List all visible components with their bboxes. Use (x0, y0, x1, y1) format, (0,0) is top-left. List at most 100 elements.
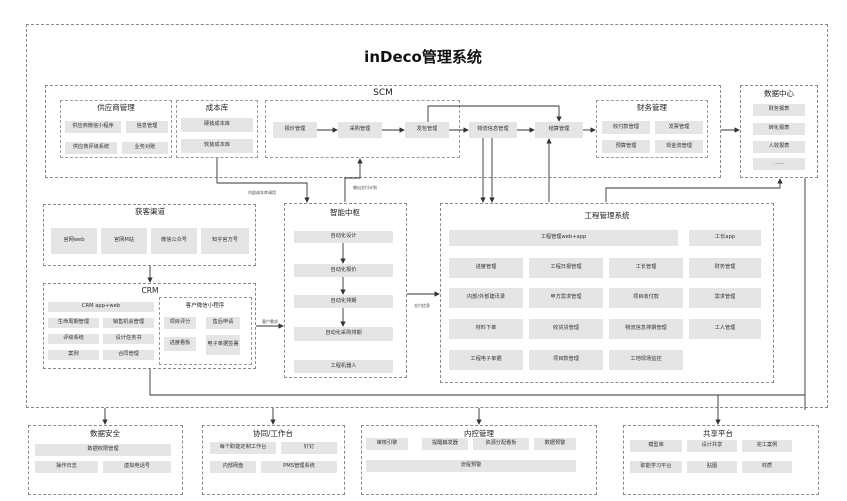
website-web-box: 官网web (51, 228, 97, 254)
dingtalk-box: 钉钉 (281, 442, 337, 454)
ai-to-eng-label: 交付信息 (414, 303, 430, 308)
data-center-title: 数据中心 (764, 89, 794, 98)
internal-control-title: 内控管理 (464, 429, 494, 438)
acquisition-title: 获客渠道 (135, 207, 165, 216)
efficiency-report-box: 人效报表 (753, 141, 805, 153)
progress-board-box: 进度看板 (164, 337, 196, 351)
finance-title: 财务管理 (637, 103, 667, 112)
auto-schedule-box: 自动化排期 (294, 295, 393, 308)
design-brief-box: 设计任务书 (103, 334, 154, 344)
cost-to-ai-label: 内部成本库调用 (248, 190, 276, 195)
data-permission-box: 数据权限管理 (35, 444, 171, 456)
subcontract-management-box: 发包管理 (405, 122, 449, 138)
settlement-management-box: 结算管理 (535, 122, 583, 138)
auto-quote-box: 自动化报价 (294, 264, 393, 277)
eng-grid-3-0: 工程电子单据 (449, 350, 523, 370)
engineering-robot-box: 工程机器人 (294, 360, 393, 373)
learning-platform-box: 职能学习平台 (630, 461, 682, 473)
eng-to-datacenter-arrow (605, 178, 783, 202)
supplier-reconcile-box: 业务对账 (122, 142, 168, 154)
website-mobile-box: 官网M站 (101, 228, 147, 254)
ai-hub-title: 智能中枢 (330, 208, 360, 217)
soft-cost-box: 软装成本库 (181, 139, 253, 153)
cost-to-ai-arrow (216, 158, 310, 203)
worker-app-box: 工长app (689, 230, 761, 246)
eng-grid-2-3: 工人管理 (689, 319, 761, 339)
customer-miniapp-title: 客户微信小程序 (185, 303, 225, 309)
ai-to-scm-label: 输出交付计划 (353, 185, 377, 190)
after-sale-box: 售后申请 (206, 317, 240, 329)
auto-design-box: 自动化设计 (294, 231, 393, 243)
eng-grid-0-0: 进度管理 (449, 258, 523, 278)
model-library-box: 模型库 (630, 440, 682, 452)
logistics-management-box: 物流信息管理 (469, 122, 517, 138)
zhihu-account-box: 知乎官方号 (201, 228, 249, 254)
payment-box: 收付款管理 (602, 121, 650, 134)
eng-grid-1-3: 需求管理 (689, 288, 761, 308)
virtual-phone-box: 虚拟电话号 (103, 461, 171, 473)
crm-title: CRM (141, 286, 159, 295)
more-report-box: …… (753, 158, 805, 170)
eng-grid-1-0: 内部/外部建讯录 (449, 288, 523, 308)
texture-box: 贴图 (687, 461, 737, 473)
eng-grid-3-2: 工地现场监控 (609, 350, 683, 370)
engineering-title: 工程管理系统 (584, 211, 630, 220)
subcontract-to-settlement-arrow (427, 105, 562, 122)
finance-report-box: 财务报表 (753, 104, 805, 116)
supplier-title: 供应商管理 (97, 103, 135, 112)
e-document-sign-box: 电子单据签署 (206, 335, 240, 355)
contract-box: 合同管理 (103, 350, 154, 360)
data-alert-box: 数据预警 (534, 438, 576, 450)
hard-cost-box: 硬装成本库 (181, 118, 253, 132)
supplier-miniapp-box: 供应商微信小程序 (65, 121, 121, 133)
rating-system-box: 评级系统 (48, 334, 99, 344)
finished-cases-box: 完工案例 (742, 440, 792, 452)
pms-box: PMS管理系统 (261, 461, 337, 473)
eng-grid-1-2: 项目收付款 (609, 288, 683, 308)
invoice-box: 发票管理 (655, 121, 703, 134)
customer-miniapp (159, 297, 252, 365)
quote-management-box: 报价管理 (273, 122, 317, 138)
eng-grid-0-1: 工程日报管理 (529, 258, 603, 278)
eng-grid-2-0: 材料下单 (449, 319, 523, 339)
engineering-app-box: 工程管理web+app (449, 230, 678, 246)
lifecycle-box: 生命周期管理 (48, 318, 99, 328)
supplier-rating-box: 供应商评级系统 (65, 142, 117, 154)
design-share-box: 设计共享 (687, 440, 737, 452)
sharing-title: 共享平台 (703, 429, 733, 438)
cost-library-title: 成本库 (205, 103, 229, 112)
purchase-management-box: 采购管理 (338, 122, 382, 138)
eng-grid-2-1: 收货货管理 (529, 319, 603, 339)
collaboration-workbench (202, 425, 345, 495)
supplier-info-box: 信息管理 (126, 121, 168, 133)
sharing-platform (623, 425, 819, 495)
budget-box: 预算管理 (602, 140, 650, 153)
crm-to-ai-label: 客户需求 (262, 319, 278, 324)
cashflow-box: 现金流管理 (655, 140, 703, 153)
crm-app-box: CRM app+web (48, 302, 154, 312)
sales-opportunity-box: 销售机会管理 (103, 318, 154, 328)
eng-grid-0-3: 财务管理 (689, 258, 761, 278)
ai-to-scm-arrow (344, 158, 363, 202)
auto-purchase-schedule-box: 自动化采购排期 (294, 327, 393, 341)
eng-grid-1-1: 甲方需求管理 (529, 288, 603, 308)
custom-workbench-box: 每个职能定制工作台 (210, 442, 276, 454)
crm-to-bus-line (149, 369, 805, 396)
data-security-title: 数据安全 (90, 429, 120, 438)
data-security (28, 425, 183, 495)
conversion-report-box: 转化报表 (753, 123, 805, 135)
resource-board-box: 资源分配看板 (473, 438, 529, 450)
audit-engine-box: 审核引擎 (366, 438, 408, 450)
internal-drive-box: 内部网盘 (210, 461, 256, 473)
wechat-account-box: 微信公众号 (151, 228, 197, 254)
operation-log-box: 操作日志 (35, 461, 98, 473)
collaboration-title: 协同/工作台 (252, 429, 294, 438)
material-box: 材质 (742, 461, 792, 473)
page-title: inDeco管理系统 (364, 48, 482, 66)
project-score-box: 项目评分 (164, 317, 196, 329)
process-alert-box: 流程预警 (366, 460, 576, 472)
eng-grid-3-1: 项目款管理 (529, 350, 603, 370)
reminder-trigger-box: 提醒触发器 (422, 438, 468, 450)
eng-grid-0-2: 工长管理 (609, 258, 683, 278)
